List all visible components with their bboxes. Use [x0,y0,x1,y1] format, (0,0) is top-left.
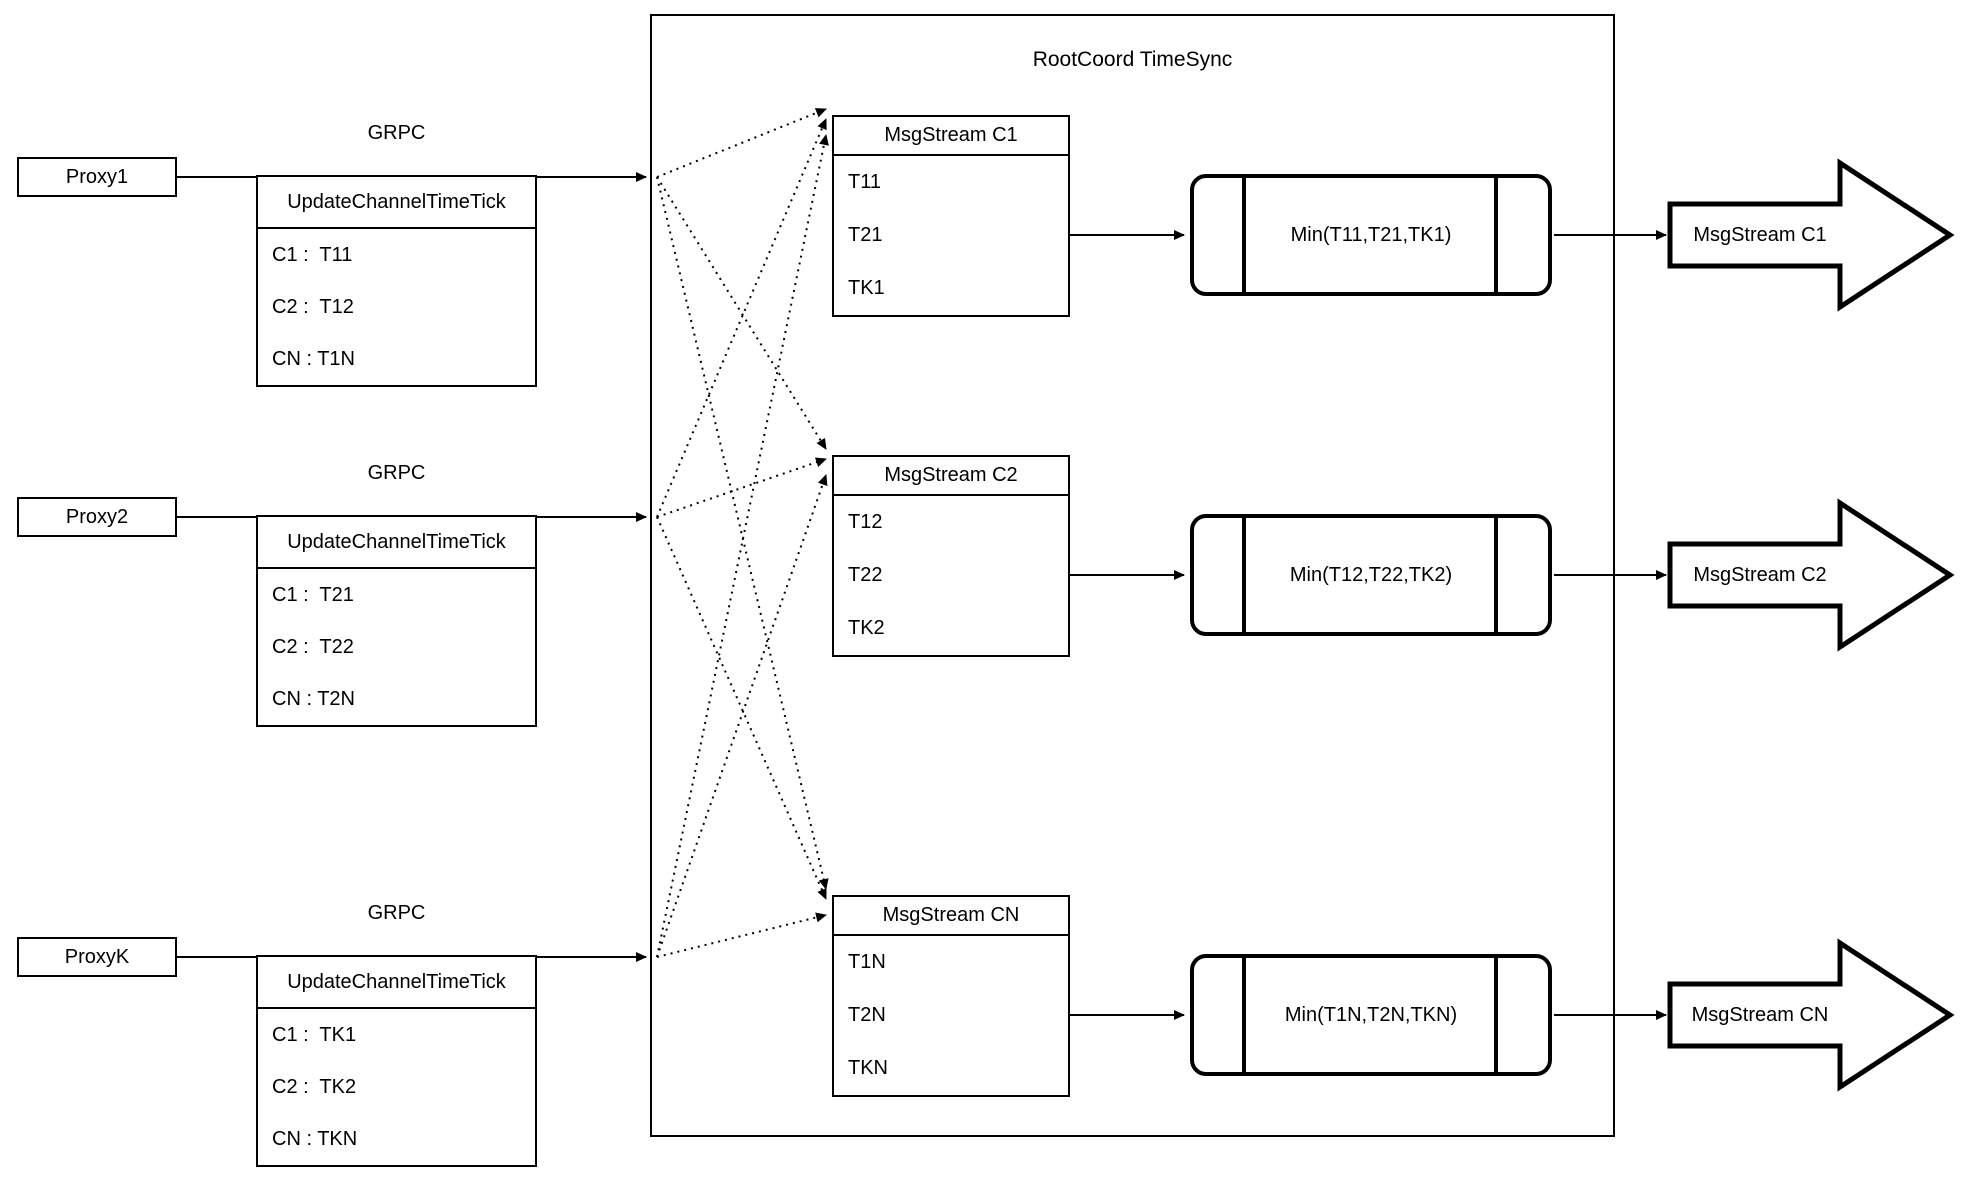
proxyk-box: ProxyK [17,937,177,977]
fanout-p1-cn [656,176,829,890]
msgstream-cn-collector-row: T2N [848,1004,886,1026]
collector-min-lines [1070,230,1185,1020]
proxy1-label: Proxy1 [65,165,129,188]
proxy2-box: Proxy2 [17,497,177,537]
proxyk-timetick-row: C1 : TK1 [272,1023,357,1046]
msgstream-c2-collector-row: TK2 [848,617,885,639]
proxy1-grpc-label: GRPC [367,122,426,144]
msgstream-c2-collector-header: MsgStream C2 [834,457,1068,496]
output-arrow-label-cn: MsgStream CN [1691,1003,1829,1026]
proxyk-timetick-row: C2 : TK2 [272,1075,357,1098]
fanout-pk-cn [656,912,827,958]
proxyk-timetick-header: UpdateChannelTimeTick [258,957,535,1009]
queue-left-bar [1242,518,1246,632]
queue-right-bar [1494,958,1498,1072]
proxy1-timetick-table: UpdateChannelTimeTick C1 : T11 C2 : T12 … [256,175,537,387]
msgstream-c2-collector-row: T12 [848,511,883,533]
output-arrow-c1 [1667,158,1955,312]
fanout-p2-c2 [656,457,827,518]
output-arrows [1667,158,1955,1092]
proxy2-label: Proxy2 [65,505,129,528]
proxy1-timetick-header: UpdateChannelTimeTick [258,177,535,229]
min-queue-box-cn: Min(T1N,T2N,TKN) [1190,954,1552,1076]
min-label-c2: Min(T12,T22,TK2) [1289,563,1453,586]
proxy2-timetick-row: C1 : T21 [272,583,354,606]
fanout-pk-c2 [656,474,828,958]
proxy1-timetick-row: CN : T1N [272,347,355,370]
proxyk-timetick-table: UpdateChannelTimeTick C1 : TK1 C2 : TK2 … [256,955,537,1167]
proxy1-box: Proxy1 [17,157,177,197]
min-output-lines [1554,230,1667,1020]
msgstream-cn-collector-header: MsgStream CN [834,897,1068,936]
min-label-cn: Min(T1N,T2N,TKN) [1284,1003,1458,1026]
msgstream-c1-collector-table: MsgStream C1 T11 T21 TK1 [832,115,1070,317]
proxy2-timetick-row: C2 : T22 [272,635,354,658]
output-arrow-label-c2: MsgStream C2 [1693,563,1827,586]
queue-right-bar [1494,178,1498,292]
queue-right-bar [1494,518,1498,632]
proxy2-timetick-row: CN : T2N [272,687,355,710]
proxy2-timetick-table: UpdateChannelTimeTick C1 : T21 C2 : T22 … [256,515,537,727]
msgstream-c1-collector-row: T11 [848,171,881,193]
msgstream-cn-collector-row: TKN [848,1057,888,1079]
fanout-p2-cn [656,516,827,900]
fanout-p1-c2 [656,176,827,450]
queue-left-bar [1242,958,1246,1072]
msgstream-c2-collector-row: T22 [848,564,883,586]
fanout-p2-c1 [656,118,827,518]
msgstream-cn-collector-row: T1N [848,951,886,973]
output-arrow-c2 [1667,498,1955,652]
proxy2-timetick-header: UpdateChannelTimeTick [258,517,535,569]
output-arrow-label-c1: MsgStream C1 [1693,223,1827,246]
min-label-c1: Min(T11,T21,TK1) [1290,223,1452,246]
proxyk-label: ProxyK [64,945,130,968]
msgstream-cn-collector-table: MsgStream CN T1N T2N TKN [832,895,1070,1097]
proxy1-timetick-row: C2 : T12 [272,295,354,318]
rootcoord-title: RootCoord TimeSync [1032,48,1233,71]
proxy1-timetick-row: C1 : T11 [272,243,353,266]
proxy2-grpc-label: GRPC [367,462,426,484]
msgstream-c1-collector-row: TK1 [848,277,885,299]
output-arrow-cn [1667,938,1955,1092]
timetick-fanout-lines [656,108,829,958]
fanout-p1-c1 [656,108,827,178]
msgstream-c1-collector-header: MsgStream C1 [834,117,1068,156]
msgstream-c2-collector-table: MsgStream C2 T12 T22 TK2 [832,455,1070,657]
min-queue-box-c2: Min(T12,T22,TK2) [1190,514,1552,636]
proxyk-timetick-row: CN : TKN [272,1127,358,1150]
proxyk-grpc-label: GRPC [367,902,426,924]
min-queue-box-c1: Min(T11,T21,TK1) [1190,174,1552,296]
queue-left-bar [1242,178,1246,292]
msgstream-c1-collector-row: T21 [848,224,883,246]
